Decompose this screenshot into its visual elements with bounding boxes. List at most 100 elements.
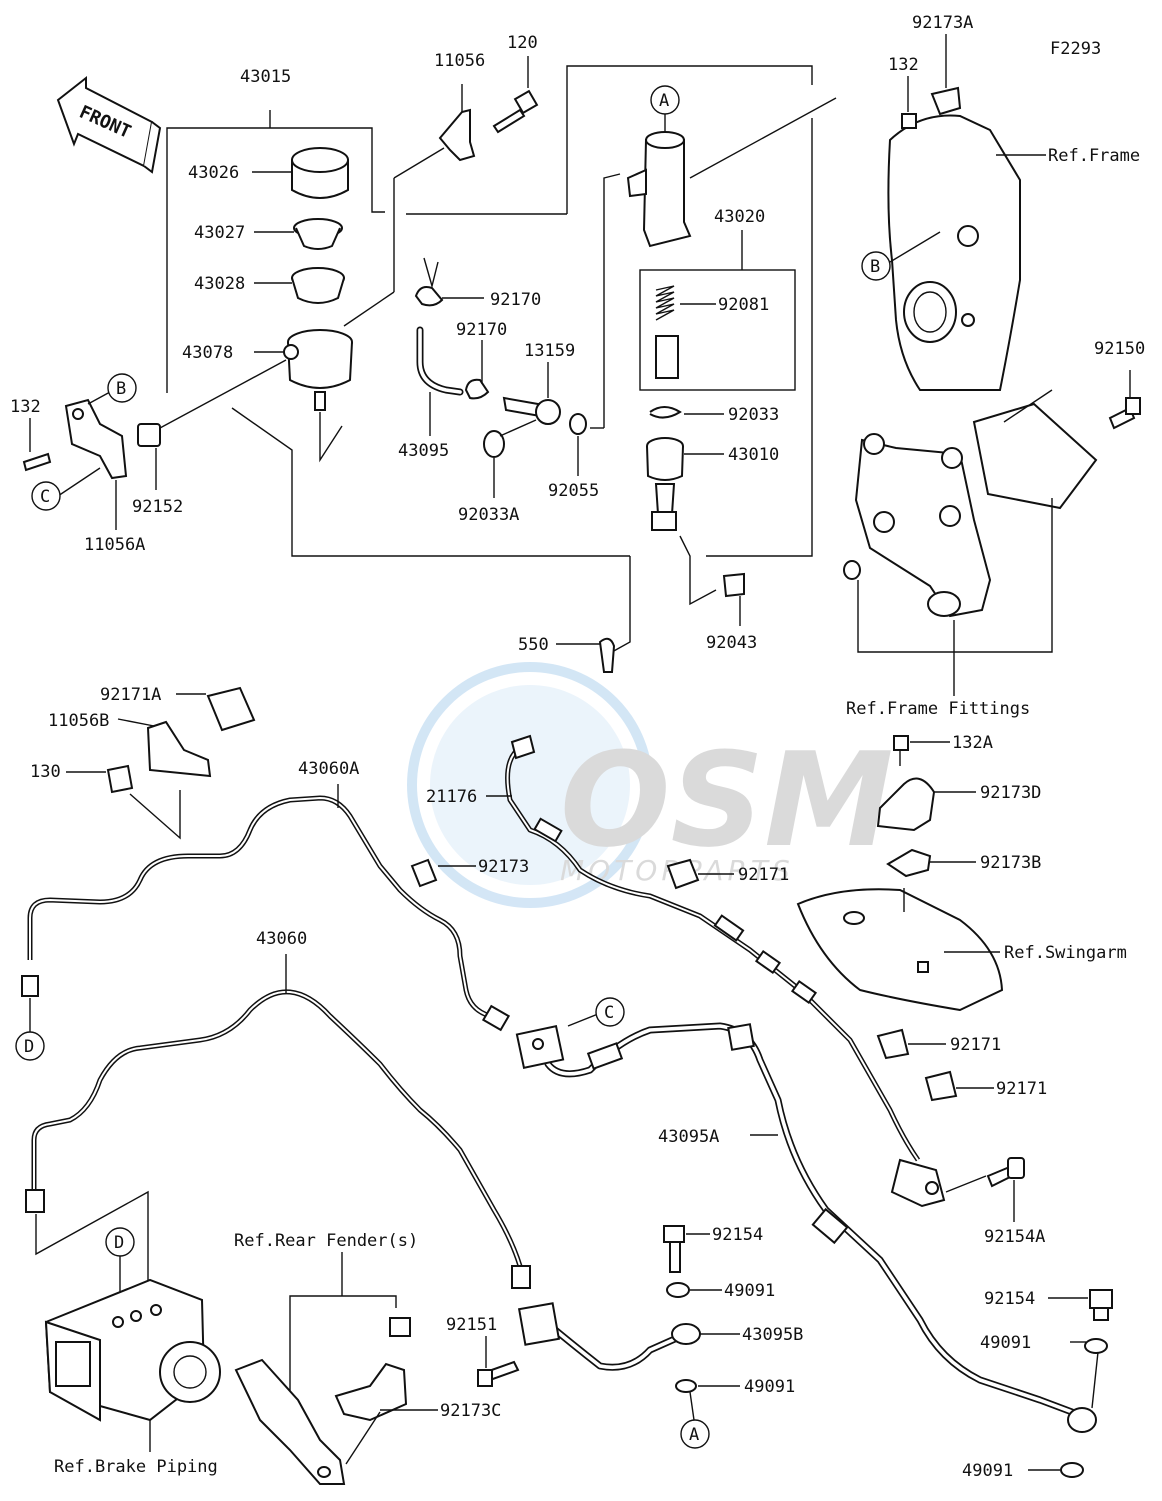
- diagram-code: F2293: [1050, 39, 1101, 59]
- banjo-bolt-group-b: [1028, 1289, 1113, 1478]
- part-label-11056B: 11056B: [48, 711, 109, 731]
- bolt-icon: [901, 113, 917, 129]
- watermark: OSM MOTORPARTS: [407, 662, 894, 908]
- part-label-92033A: 92033A: [458, 505, 519, 525]
- part-label-43028: 43028: [194, 274, 245, 294]
- callout-B-left: B: [107, 373, 137, 403]
- footrest-bracket: [843, 370, 1141, 696]
- bolt-icon: [22, 452, 52, 472]
- part-label-92171-c: 92171: [996, 1079, 1047, 1099]
- part-label-92152: 92152: [132, 497, 183, 517]
- svg-text:D: D: [114, 1233, 124, 1253]
- bolt-icon: [492, 89, 539, 134]
- part-label-92151: 92151: [446, 1315, 497, 1335]
- svg-text:B: B: [116, 379, 126, 399]
- part-label-43010: 43010: [728, 445, 779, 465]
- part-label-43020: 43020: [714, 207, 765, 227]
- sensor-line-21176: [486, 734, 946, 1208]
- part-label-43095: 43095: [398, 441, 449, 461]
- part-label-43095B: 43095B: [742, 1325, 803, 1345]
- part-label-92173D: 92173D: [980, 783, 1041, 803]
- part-label-92170-b: 92170: [456, 320, 507, 340]
- part-label-11056A: 11056A: [84, 535, 145, 555]
- part-label-43026: 43026: [188, 163, 239, 183]
- part-label-92154A: 92154A: [984, 1227, 1045, 1247]
- part-label-43027: 43027: [194, 223, 245, 243]
- part-label-43060A: 43060A: [298, 759, 359, 779]
- spring-icon: [655, 285, 675, 321]
- banjo-bolt-group-a: [663, 1225, 740, 1421]
- part-label-92043: 92043: [706, 633, 757, 653]
- hose-43095B: [517, 1302, 740, 1371]
- part-label-92033: 92033: [728, 405, 779, 425]
- bolt-icon: [106, 764, 134, 794]
- part-label-92173B: 92173B: [980, 853, 1041, 873]
- ref-swingarm-label: Ref.Swingarm: [1004, 943, 1127, 963]
- callout-D-left: D: [15, 1031, 45, 1061]
- part-label-130: 130: [30, 762, 61, 782]
- brake-pipe-43060: [25, 954, 531, 1289]
- hose-43095A: [515, 1013, 1097, 1433]
- part-label-132-left: 132: [10, 397, 41, 417]
- clamp-icon: [876, 1028, 946, 1060]
- svg-text:A: A: [659, 91, 669, 111]
- part-label-550: 550: [518, 635, 549, 655]
- clamp-group-right: [876, 735, 976, 878]
- part-label-21176: 21176: [426, 787, 477, 807]
- part-label-92170-a: 92170: [490, 290, 541, 310]
- part-label-92173: 92173: [478, 857, 529, 877]
- ref-rear-fender-label: Ref.Rear Fender(s): [234, 1231, 418, 1251]
- part-label-49091-a: 49091: [724, 1281, 775, 1301]
- part-label-92171A: 92171A: [100, 685, 161, 705]
- part-label-43060: 43060: [256, 929, 307, 949]
- ref-frame-fittings-label: Ref.Frame Fittings: [846, 699, 1030, 719]
- spring-icon: [410, 858, 476, 888]
- part-label-49091-b: 49091: [744, 1377, 795, 1397]
- callout-A-top: A: [650, 85, 680, 115]
- clamp-group-left: [66, 686, 256, 840]
- bolt-icon: [477, 1360, 520, 1387]
- callout-C-left: C: [31, 481, 61, 511]
- bolt-icon: [1108, 397, 1141, 430]
- part-label-92173C: 92173C: [440, 1401, 501, 1421]
- part-label-43015: 43015: [240, 67, 291, 87]
- part-label-92154-b: 92154: [984, 1289, 1035, 1309]
- part-label-92055: 92055: [548, 481, 599, 501]
- svg-text:A: A: [689, 1425, 699, 1445]
- callout-C-right: C: [595, 997, 625, 1027]
- part-label-43095A: 43095A: [658, 1127, 719, 1147]
- part-label-49091-c: 49091: [980, 1333, 1031, 1353]
- front-arrow-icon: FRONT: [56, 75, 162, 174]
- bolt-icon: [986, 1157, 1025, 1188]
- part-label-132-top: 132: [888, 55, 919, 75]
- part-label-92154-a: 92154: [712, 1225, 763, 1245]
- svg-text:C: C: [604, 1003, 614, 1023]
- part-label-11056: 11056: [434, 51, 485, 71]
- swingarm-section: [796, 888, 1004, 1012]
- frame-section: [887, 34, 1046, 391]
- part-label-13159: 13159: [524, 341, 575, 361]
- clamp-icon: [666, 858, 734, 890]
- part-label-43078: 43078: [182, 343, 233, 363]
- callout-A-bottom: A: [680, 1419, 710, 1449]
- bracket-11056A: [22, 391, 161, 530]
- callout-D-abs: D: [105, 1227, 135, 1257]
- ref-frame-label: Ref.Frame: [1048, 146, 1140, 166]
- part-label-92081: 92081: [718, 295, 769, 315]
- part-label-92171-b: 92171: [950, 1035, 1001, 1055]
- ref-brake-piping-label: Ref.Brake Piping: [54, 1457, 218, 1477]
- part-label-49091-d: 49091: [962, 1461, 1013, 1481]
- part-label-92173A: 92173A: [912, 13, 973, 33]
- abs-unit: [35, 1190, 221, 1452]
- part-label-92150: 92150: [1094, 339, 1145, 359]
- part-label-92171-a: 92171: [738, 865, 789, 885]
- clamp-icon: [924, 1070, 994, 1102]
- master-cylinder-group: [231, 56, 837, 673]
- part-label-132A: 132A: [952, 733, 993, 753]
- part-label-120: 120: [507, 33, 538, 53]
- svg-text:B: B: [870, 257, 880, 277]
- svg-text:C: C: [40, 487, 50, 507]
- rear-fender-section: [234, 1252, 438, 1485]
- svg-text:D: D: [24, 1037, 34, 1057]
